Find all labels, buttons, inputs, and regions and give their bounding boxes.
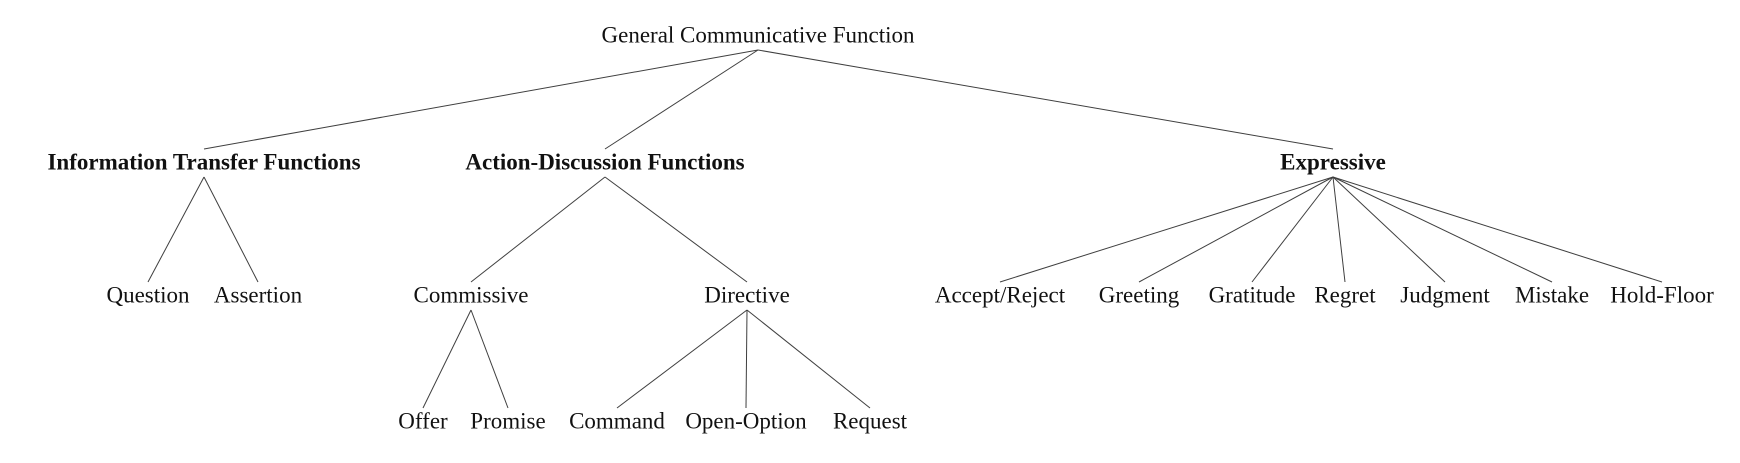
tree-node-commissive: Commissive bbox=[413, 282, 529, 308]
tree-node-offer: Offer bbox=[398, 408, 448, 434]
tree-node-hold-floor: Hold-Floor bbox=[1610, 282, 1714, 308]
tree-node-promise: Promise bbox=[470, 408, 546, 434]
tree-node-request: Request bbox=[832, 408, 908, 434]
tree-node-command: Command bbox=[569, 408, 665, 434]
tree-node-accept-reject: Accept/Reject bbox=[934, 282, 1066, 308]
tree-node-judgment: Judgment bbox=[1400, 282, 1490, 308]
tree-node-question: Question bbox=[106, 282, 190, 308]
tree-node-expressive: Expressive bbox=[1280, 149, 1386, 175]
tree-node-greeting: Greeting bbox=[1098, 282, 1180, 308]
tree-node-regret: Regret bbox=[1314, 282, 1376, 308]
tree-node-directive: Directive bbox=[704, 282, 790, 308]
tree-node-assertion: Assertion bbox=[213, 282, 303, 308]
tree-node-information-transfer-functions: Information Transfer Functions bbox=[47, 149, 361, 175]
tree-node-general-communicative-function: General Communicative Function bbox=[601, 22, 915, 48]
tree-node-open-option: Open-Option bbox=[685, 408, 807, 434]
tree-node-action-discussion-functions: Action-Discussion Functions bbox=[465, 149, 745, 175]
tree-node-gratitude: Gratitude bbox=[1208, 282, 1296, 308]
tree-node-mistake: Mistake bbox=[1514, 282, 1590, 308]
